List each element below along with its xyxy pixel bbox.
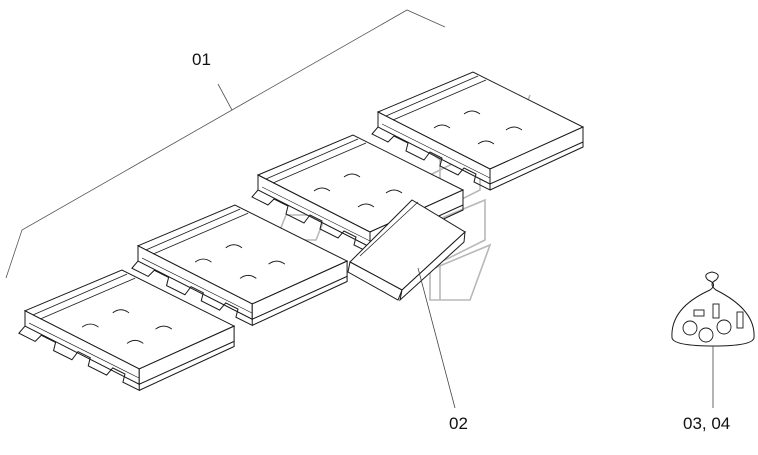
shoe-plate-02: [347, 199, 466, 302]
callout-02-leader: [417, 267, 456, 409]
callout-01-bracket: [5, 9, 446, 279]
callout-label-01: 01: [192, 50, 211, 69]
callout-label-03-04: 03, 04: [683, 414, 731, 433]
callout-label-02: 02: [449, 414, 468, 433]
hardware-bag-icon: [671, 271, 755, 408]
